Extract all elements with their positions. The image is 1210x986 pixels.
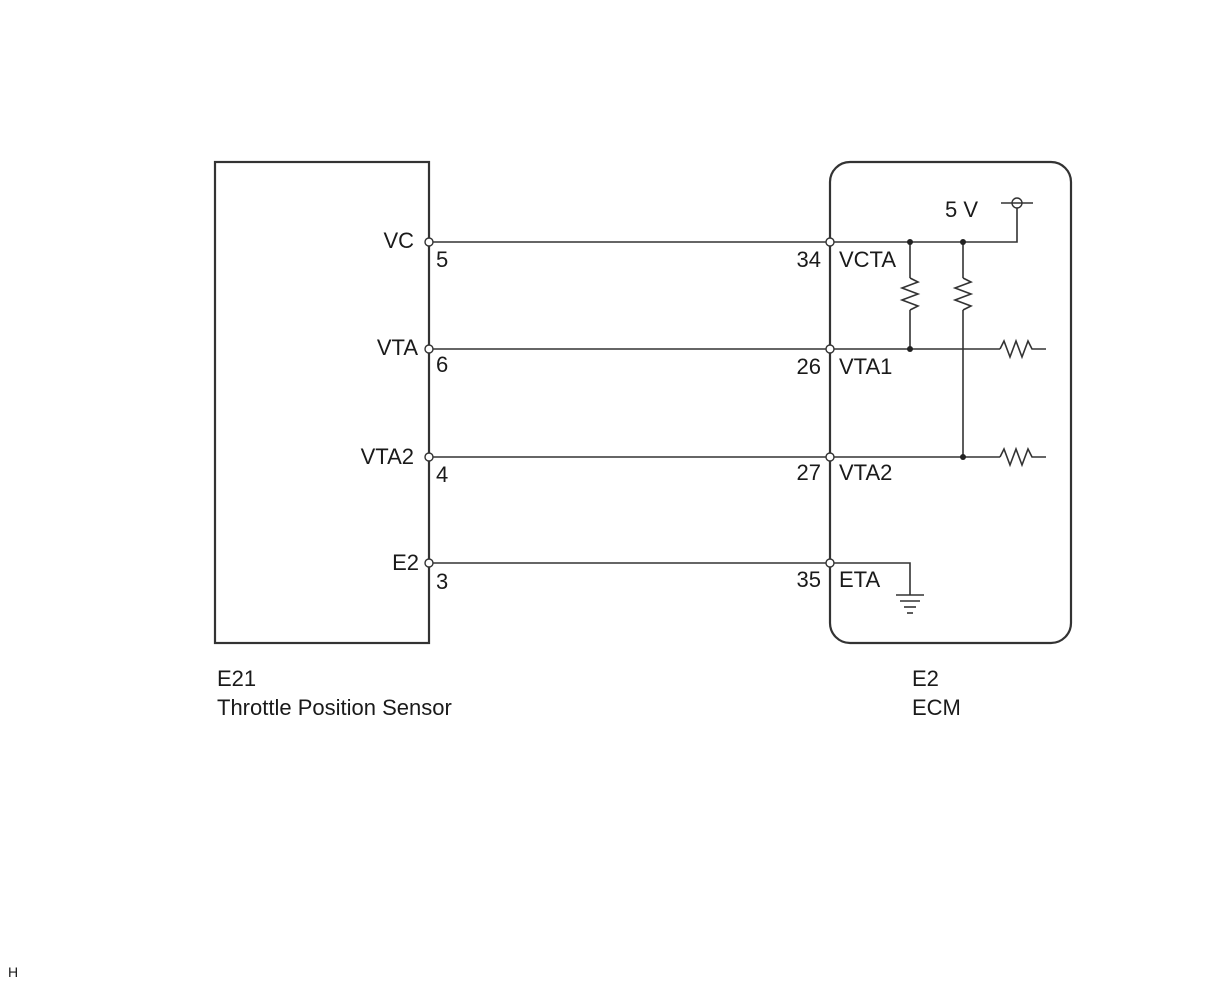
pullup1-resistor-icon <box>899 277 921 311</box>
sensor-terminal-icon <box>424 237 434 247</box>
ecm-box <box>828 160 1073 645</box>
sensor-pin-label: E2 <box>392 550 419 575</box>
sensor-terminal-icon <box>424 558 434 568</box>
sensor-box <box>213 160 431 645</box>
sensor-pin-number: 5 <box>436 247 448 272</box>
ecm-pin-label: VTA2 <box>839 460 892 485</box>
sensor-pin-number: 6 <box>436 352 448 377</box>
ecm-pin-number: 35 <box>797 567 821 592</box>
ecm-terminal-icon <box>825 237 835 247</box>
ecm-terminal-icon <box>825 452 835 462</box>
ecm-pin-label: VCTA <box>839 247 896 272</box>
sensor-terminal-icon <box>424 344 434 354</box>
vta2-resistor-icon <box>999 446 1046 468</box>
corner-mark: H <box>8 964 18 980</box>
ecm-terminal-icon <box>825 558 835 568</box>
ecm-pin-number: 26 <box>797 354 821 379</box>
wire-vcta-supply <box>830 203 1018 243</box>
supply-voltage-label: 5 V <box>945 197 978 222</box>
sensor-connector-code: E21 <box>217 666 256 691</box>
ground-icon <box>896 594 924 614</box>
wire-eta-ground <box>830 562 911 595</box>
sensor-pin-number: 4 <box>436 462 448 487</box>
junction-dot <box>907 346 913 352</box>
ecm-pin-label: VTA1 <box>839 354 892 379</box>
junction-dot <box>960 239 966 245</box>
junction-dot <box>960 454 966 460</box>
sensor-terminal-icon <box>424 452 434 462</box>
sensor-name: Throttle Position Sensor <box>217 695 452 720</box>
ecm-connector-code: E2 <box>912 666 939 691</box>
sensor-pin-label: VTA2 <box>361 444 414 469</box>
junction-dot <box>907 239 913 245</box>
sensor-pin-label: VC <box>383 228 414 253</box>
ecm-name: ECM <box>912 695 961 720</box>
pullup2-resistor-icon <box>952 277 974 311</box>
sensor-pin-label: VTA <box>377 335 418 360</box>
ecm-pin-number: 34 <box>797 247 821 272</box>
ecm-pin-label: ETA <box>839 567 880 592</box>
sensor-pin-number: 3 <box>436 569 448 594</box>
ecm-pin-number: 27 <box>797 460 821 485</box>
ecm-terminal-icon <box>825 344 835 354</box>
vta1-resistor-icon <box>999 338 1046 360</box>
